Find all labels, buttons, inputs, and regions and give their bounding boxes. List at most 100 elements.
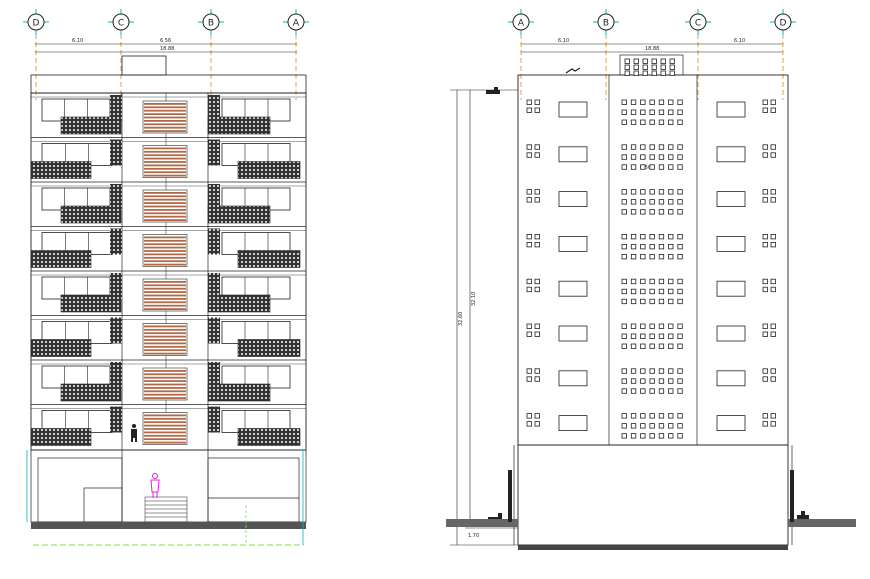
side-window-right xyxy=(716,415,746,432)
side-opening xyxy=(534,233,540,240)
stair-window-stripe xyxy=(144,198,186,201)
central-opening xyxy=(640,109,646,115)
stair-window-stripe xyxy=(144,171,186,174)
right-balcony-screen xyxy=(237,161,301,179)
central-opening xyxy=(630,154,637,160)
side-opening xyxy=(526,376,532,382)
side-opening xyxy=(534,99,540,105)
side-window-right xyxy=(716,101,746,118)
central-opening xyxy=(658,278,665,285)
stair-window-stripe xyxy=(144,393,186,396)
roof-opening xyxy=(624,70,630,76)
side-opening xyxy=(526,233,532,240)
side-opening xyxy=(770,189,776,195)
stair-window-stripe xyxy=(144,167,186,170)
side-opening xyxy=(526,323,532,329)
central-opening xyxy=(649,154,655,160)
stair-window-stripe xyxy=(144,150,186,153)
central-opening xyxy=(640,189,646,195)
central-opening xyxy=(640,378,646,384)
side-opening xyxy=(762,144,768,150)
central-opening xyxy=(668,323,674,329)
right-pier-screen xyxy=(208,406,220,433)
side-opening xyxy=(526,99,532,105)
stair-window-stripe xyxy=(144,116,186,119)
right-balcony-screen xyxy=(237,339,301,357)
side-opening xyxy=(770,413,776,419)
central-opening xyxy=(649,109,655,115)
central-opening xyxy=(668,189,674,195)
central-opening xyxy=(668,243,674,250)
side-opening xyxy=(762,99,768,105)
central-opening xyxy=(658,109,665,115)
stair-window-stripe xyxy=(144,376,186,379)
central-opening xyxy=(649,333,655,339)
right-balcony-screen xyxy=(207,383,271,402)
left-balcony-screen xyxy=(30,339,92,357)
side-grid-label: D xyxy=(780,19,787,29)
central-opening xyxy=(630,288,637,295)
roof-opening xyxy=(651,58,657,64)
side-ground-left xyxy=(446,519,518,527)
stair-window-stripe xyxy=(144,130,186,132)
stair-window-stripe xyxy=(144,154,186,157)
central-opening xyxy=(658,189,665,195)
side-dim-a-b: 6.10 xyxy=(558,38,569,44)
central-opening xyxy=(630,423,637,429)
stair-window-stripe xyxy=(144,417,186,420)
stair-window-stripe xyxy=(144,236,186,239)
central-opening xyxy=(630,278,637,285)
roof-opening xyxy=(660,70,666,76)
central-opening xyxy=(668,278,674,285)
central-opening xyxy=(649,119,655,125)
stair-window-stripe xyxy=(144,123,186,126)
central-opening xyxy=(640,343,646,349)
right-pier-screen xyxy=(208,139,220,166)
right-pier-screen xyxy=(208,228,220,255)
front-roof-box xyxy=(121,55,167,76)
left-pier-screen xyxy=(110,228,122,255)
central-opening xyxy=(630,119,637,125)
stair-window-stripe xyxy=(144,349,186,352)
central-opening xyxy=(658,413,665,419)
side-opening xyxy=(526,278,532,285)
stair-window-stripe xyxy=(144,212,186,215)
side-dim-ground-height: 1.70 xyxy=(468,533,479,539)
central-opening xyxy=(649,243,655,250)
side-grid-label: C xyxy=(695,19,701,29)
stair-window-stripe xyxy=(144,298,186,300)
central-opening xyxy=(621,378,627,384)
side-grid-bubble xyxy=(689,13,707,31)
central-opening xyxy=(668,423,674,429)
left-pier-screen xyxy=(110,184,122,210)
central-opening xyxy=(677,278,683,285)
central-opening xyxy=(649,343,655,349)
stair-window-stripe xyxy=(144,205,186,208)
central-opening xyxy=(668,109,674,115)
stair-window-stripe xyxy=(144,109,186,112)
central-opening xyxy=(621,243,627,250)
left-pier-screen xyxy=(110,95,122,121)
front-grid-bubble xyxy=(287,13,305,31)
side-opening xyxy=(770,197,776,203)
stair-window-stripe xyxy=(144,370,186,372)
central-opening xyxy=(677,368,683,374)
central-opening xyxy=(640,323,646,329)
central-opening xyxy=(621,99,627,105)
side-grid-label: A xyxy=(518,19,525,29)
central-opening xyxy=(658,154,665,160)
central-opening xyxy=(668,388,674,394)
central-opening xyxy=(640,199,646,205)
central-opening xyxy=(621,144,627,150)
central-opening xyxy=(621,189,627,195)
stair-window-stripe xyxy=(144,428,186,430)
central-opening xyxy=(649,209,655,215)
central-opening xyxy=(649,253,655,260)
central-opening xyxy=(677,413,683,419)
roof-opening xyxy=(669,58,675,64)
central-opening xyxy=(658,243,665,250)
central-opening xyxy=(677,298,683,305)
stair-window-stripe xyxy=(144,209,186,211)
central-opening xyxy=(640,368,646,374)
